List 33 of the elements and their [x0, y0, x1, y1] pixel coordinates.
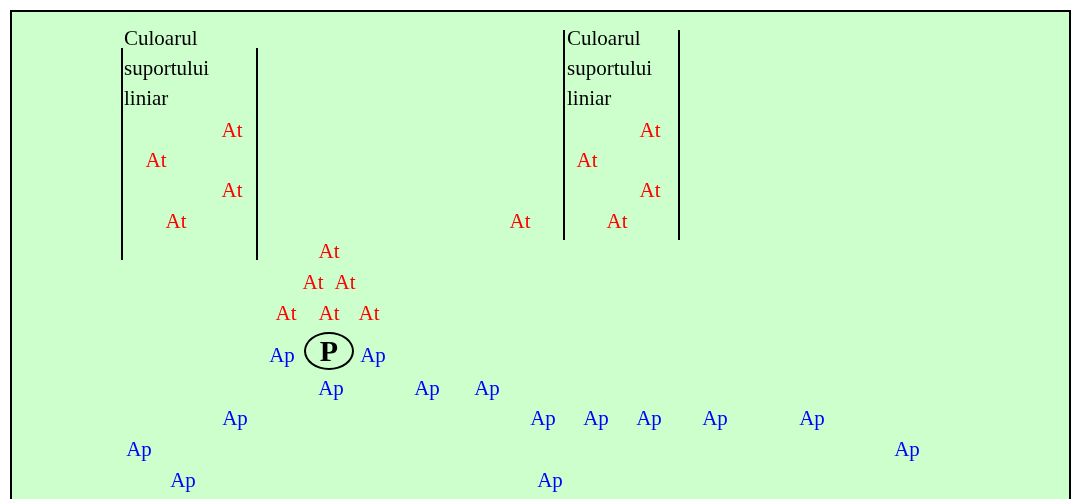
ap-label: Ap [170, 469, 196, 491]
ap-label: Ap [530, 407, 556, 429]
ap-label: Ap [414, 377, 440, 399]
at-label: At [358, 302, 380, 324]
ap-label: Ap [474, 377, 500, 399]
ap-label: Ap [126, 438, 152, 460]
ap-label: Ap [269, 344, 295, 366]
ap-label: Ap [799, 407, 825, 429]
at-label: At [145, 149, 167, 171]
at-label: At [275, 302, 297, 324]
circled-letter: P [304, 332, 354, 370]
at-label: At [165, 210, 187, 232]
ap-label: Ap [318, 377, 344, 399]
ap-label: Ap [537, 469, 563, 491]
at-label: At [639, 119, 661, 141]
at-label: At [334, 271, 356, 293]
corridor-label: Culoarul suportului liniar [567, 25, 653, 112]
at-label: At [221, 119, 243, 141]
ap-label: Ap [894, 438, 920, 460]
at-label: At [221, 179, 243, 201]
at-label: At [302, 271, 324, 293]
at-label: At [318, 240, 340, 262]
ap-label: Ap [702, 407, 728, 429]
at-label: At [606, 210, 628, 232]
corridor-label: Culoarul suportului liniar [124, 25, 210, 112]
ap-label: Ap [583, 407, 609, 429]
at-label: At [318, 302, 340, 324]
ap-label: Ap [636, 407, 662, 429]
ap-label: Ap [222, 407, 248, 429]
at-label: At [639, 179, 661, 201]
at-label: At [576, 149, 598, 171]
ap-label: Ap [360, 344, 386, 366]
at-label: At [509, 210, 531, 232]
